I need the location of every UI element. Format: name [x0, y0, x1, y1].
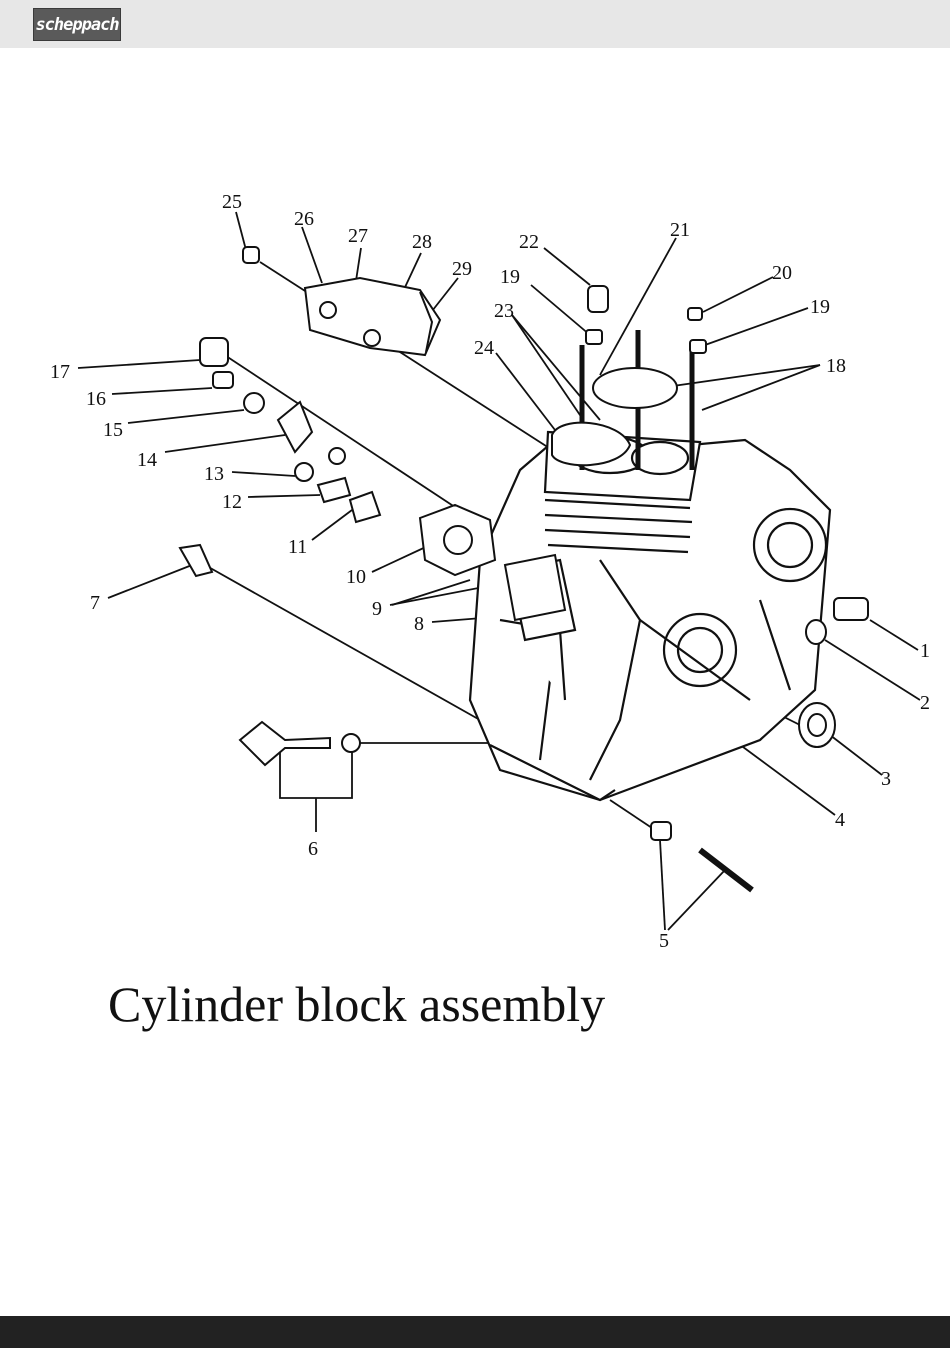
callout-12: 12 [222, 491, 242, 513]
footer-bar [0, 1316, 950, 1348]
callout-29: 29 [452, 258, 472, 280]
callout-13: 13 [204, 463, 224, 485]
callout-24: 24 [474, 337, 494, 359]
callout-20: 20 [772, 262, 792, 284]
callout-6: 6 [308, 838, 318, 860]
callout-1: 1 [920, 640, 930, 662]
exploded-diagram: 1 2 3 4 5 6 7 8 9 10 11 12 13 14 15 16 1… [0, 170, 950, 960]
callout-11: 11 [288, 536, 307, 558]
callout-22: 22 [519, 231, 539, 253]
callout-8: 8 [414, 613, 424, 635]
callout-4: 4 [835, 809, 845, 831]
callout-14: 14 [137, 449, 157, 471]
callout-26: 26 [294, 208, 314, 230]
callout-27: 27 [348, 225, 368, 247]
diagram-svg: 1 2 3 4 5 6 7 8 9 10 11 12 13 14 15 16 1… [0, 170, 950, 960]
callout-28: 28 [412, 231, 432, 253]
callout-3: 3 [881, 768, 891, 790]
diagram-caption: Cylinder block assembly [108, 975, 605, 1033]
callout-10: 10 [346, 566, 366, 588]
callout-15: 15 [103, 419, 123, 441]
callout-9: 9 [372, 598, 382, 620]
callout-5: 5 [659, 930, 669, 952]
callout-7: 7 [90, 592, 100, 614]
callout-2: 2 [920, 692, 930, 714]
callout-16: 16 [86, 388, 106, 410]
callout-25: 25 [222, 191, 242, 213]
callout-19-left: 19 [500, 266, 520, 288]
callout-18: 18 [826, 355, 846, 377]
callout-21: 21 [670, 219, 690, 241]
callout-23: 23 [494, 300, 514, 322]
header-bar: scheppach [0, 0, 950, 48]
brand-logo: scheppach [33, 8, 121, 41]
callout-19-right: 19 [810, 296, 830, 318]
callout-17: 17 [50, 361, 70, 383]
